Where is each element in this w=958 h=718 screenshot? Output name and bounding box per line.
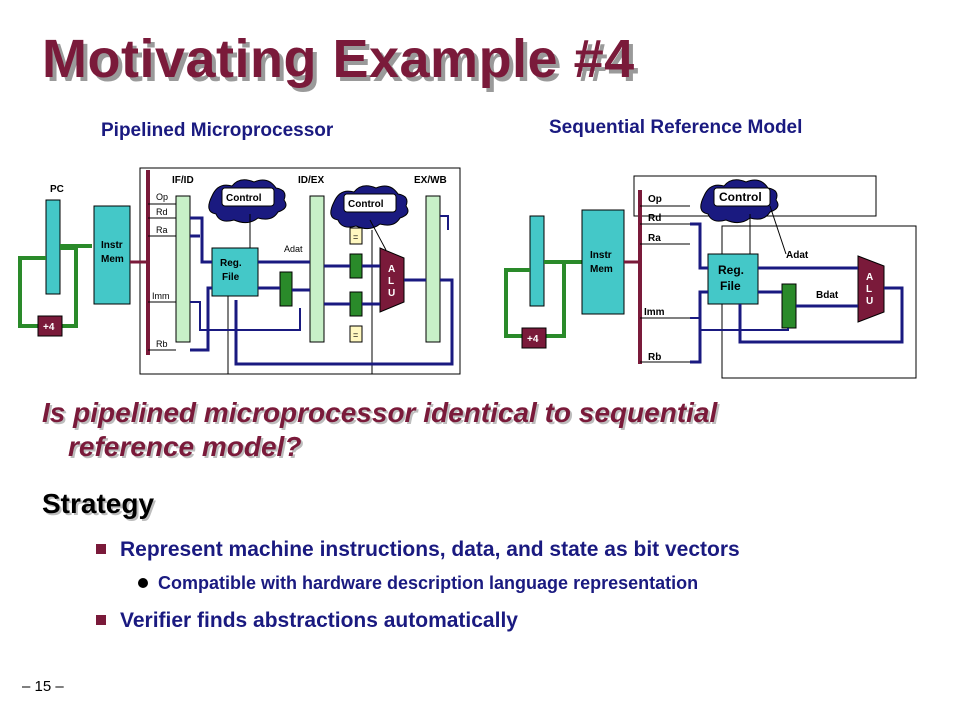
- instr-mem-right: [581, 209, 625, 315]
- slide-title: Motivating Example #4: [42, 29, 635, 89]
- bullet-1-text: Represent machine instructions, data, an…: [120, 538, 740, 561]
- alu-right-a: A: [866, 272, 873, 283]
- eq-label-1: =: [353, 232, 358, 242]
- eq-compare-2: [349, 325, 363, 343]
- bullet-item-1: Represent machine instructions, data, an…: [96, 538, 740, 562]
- field-ra-right: Ra: [648, 233, 661, 244]
- alu-right-u: U: [866, 296, 873, 307]
- pipe-reg-ex-wb: [425, 195, 441, 343]
- instr-mem-left-l2: Mem: [101, 254, 124, 265]
- plus4-label-right: +4: [527, 334, 539, 345]
- adat-left: Adat: [284, 244, 303, 254]
- sub-bullet-1-text: Compatible with hardware description lan…: [158, 573, 699, 593]
- reg-file-right: [707, 253, 759, 305]
- sub-bullet-item-1: Compatible with hardware description lan…: [138, 573, 698, 594]
- alu-left: [379, 247, 405, 313]
- plus4-box-left: [37, 315, 63, 337]
- field-op-left: Op: [156, 192, 168, 202]
- adat-right: Adat: [786, 250, 809, 261]
- pipe-reg-if-id: [175, 195, 191, 343]
- square-bullet-icon: [96, 544, 106, 554]
- eq-label-2: =: [353, 330, 358, 340]
- bullet-2-text: Verifier finds abstractions automaticall…: [120, 609, 518, 632]
- plus4-box-right: [521, 327, 547, 349]
- alu-left-a: A: [388, 264, 395, 275]
- question-text: Is pipelined microprocessor identical to…: [42, 396, 902, 464]
- pipeline-outline: [139, 167, 461, 375]
- reg-file-left-l2: File: [222, 272, 240, 283]
- eq-compare-1: [349, 227, 363, 245]
- field-imm-left: Imm: [152, 291, 170, 301]
- instr-mem-right-l1: Instr: [590, 250, 612, 261]
- field-op-right: Op: [648, 194, 662, 205]
- field-rd-left: Rd: [156, 207, 168, 217]
- instr-mem-left-l1: Instr: [101, 240, 123, 251]
- field-imm-right: Imm: [644, 307, 665, 318]
- question-line-1: Is pipelined microprocessor identical to…: [42, 397, 718, 428]
- reg-file-left: [211, 247, 259, 297]
- stage-id-ex: ID/EX: [298, 175, 324, 186]
- field-ra-left: Ra: [156, 225, 168, 235]
- right-diagram-caption: Sequential Reference Model: [549, 117, 803, 138]
- field-rb-left: Rb: [156, 339, 168, 349]
- pipe-reg-id-ex: [309, 195, 325, 343]
- page-number: – 15 –: [22, 678, 64, 695]
- control-left-2: Control: [348, 199, 384, 210]
- field-rb-right: Rb: [648, 352, 661, 363]
- alu-right-l: L: [866, 284, 872, 295]
- reg-file-right-l2: File: [720, 279, 741, 293]
- pc-label: PC: [50, 184, 64, 195]
- left-diagram-caption: Pipelined Microprocessor: [101, 120, 334, 141]
- alu-left-u: U: [388, 288, 395, 299]
- alu-right: [857, 255, 885, 323]
- stage-ex-wb: EX/WB: [414, 175, 447, 186]
- instr-mem-left: [93, 205, 131, 305]
- stage-if-id: IF/ID: [172, 175, 194, 186]
- field-rd-right: Rd: [648, 213, 661, 224]
- reg-file-right-l1: Reg.: [718, 263, 744, 277]
- strategy-heading: Strategy: [42, 488, 155, 519]
- alu-left-l: L: [388, 276, 394, 287]
- square-bullet-icon: [96, 615, 106, 625]
- instr-mem-right-l2: Mem: [590, 264, 613, 275]
- reg-file-left-l1: Reg.: [220, 258, 242, 269]
- plus4-label-left: +4: [43, 322, 55, 333]
- bdat-right: Bdat: [816, 290, 839, 301]
- control-left-1: Control: [226, 193, 262, 204]
- control-right: Control: [719, 190, 762, 204]
- bullet-item-2: Verifier finds abstractions automaticall…: [96, 609, 518, 633]
- round-bullet-icon: [138, 578, 148, 588]
- pc-register-right: [529, 215, 545, 307]
- mux-right: [781, 283, 797, 329]
- question-line-2: reference model?: [68, 431, 302, 462]
